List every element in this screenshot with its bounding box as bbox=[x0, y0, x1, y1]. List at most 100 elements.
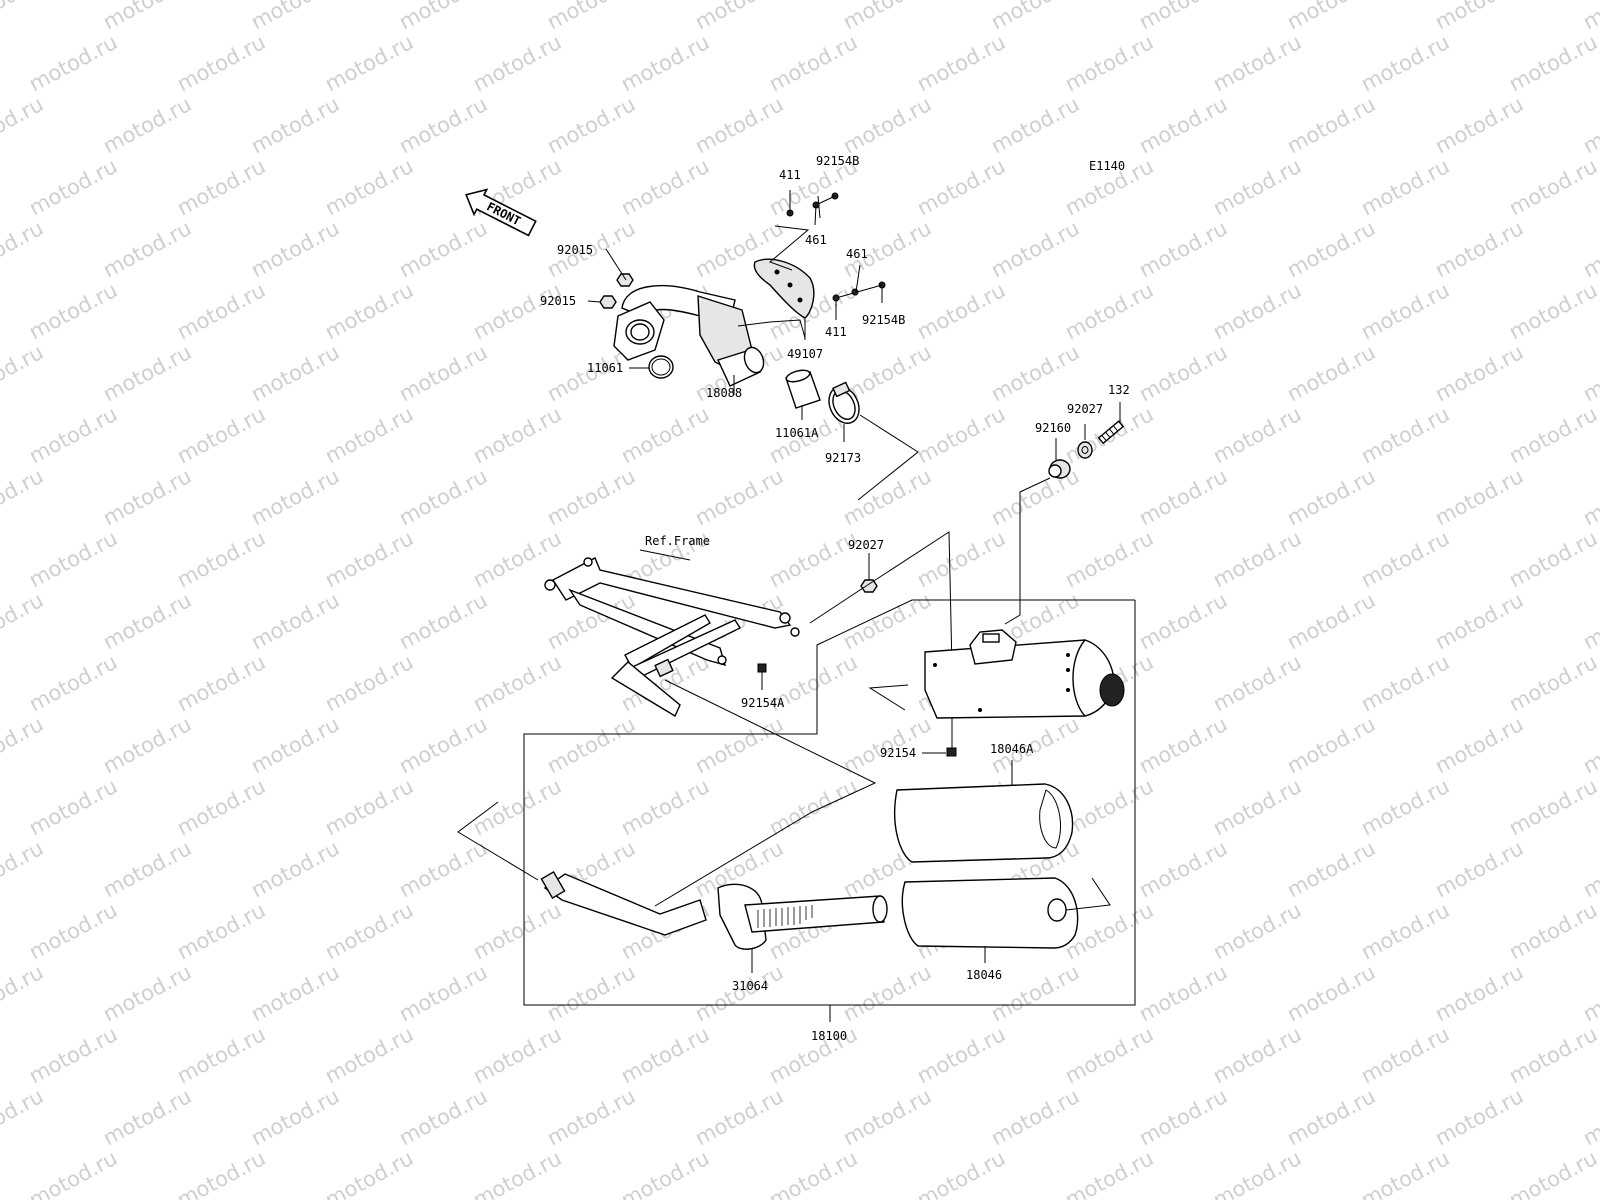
watermark-text: motod.ru bbox=[1431, 960, 1527, 1026]
watermark-text: motod.ru bbox=[321, 402, 417, 468]
watermark-text: motod.ru bbox=[0, 92, 47, 158]
watermark-text: motod.ru bbox=[0, 0, 47, 34]
label-18046A: 18046A bbox=[990, 742, 1034, 756]
label-92160: 92160 bbox=[1035, 421, 1071, 435]
watermark-text: motod.ru bbox=[395, 960, 491, 1026]
diagram-code: E1140 bbox=[1089, 159, 1125, 173]
watermark-text: motod.ru bbox=[99, 1084, 195, 1150]
label-92015-a: 92015 bbox=[557, 243, 593, 257]
watermark-text: motod.ru bbox=[1357, 278, 1453, 344]
watermark-text: motod.ru bbox=[99, 464, 195, 530]
cover-18046 bbox=[901, 877, 1111, 963]
watermark-text: motod.ru bbox=[765, 526, 861, 592]
watermark-text: motod.ru bbox=[1135, 0, 1231, 34]
watermark-text: motod.ru bbox=[1209, 650, 1305, 716]
watermark-text: motod.ru bbox=[1505, 402, 1600, 468]
watermark-text: motod.ru bbox=[1357, 154, 1453, 220]
watermark-text: motod.ru bbox=[1135, 1084, 1231, 1150]
watermark-text: motod.ru bbox=[1357, 1022, 1453, 1088]
watermark-text: motod.ru bbox=[0, 960, 47, 1026]
muffler-assembly-box bbox=[523, 599, 1136, 1022]
watermark-text: motod.ru bbox=[1283, 836, 1379, 902]
watermark-text: motod.ru bbox=[1579, 712, 1600, 778]
watermark-text: motod.ru bbox=[395, 836, 491, 902]
watermark-text: motod.ru bbox=[617, 1146, 713, 1200]
watermark-text: motod.ru bbox=[543, 1084, 639, 1150]
heat-guard-49107 bbox=[753, 258, 815, 319]
watermark-text: motod.ru bbox=[617, 1022, 713, 1088]
label-92027-top: 92027 bbox=[1067, 402, 1103, 416]
label-92154B-right: 92154B bbox=[862, 313, 905, 327]
watermark-text: motod.ru bbox=[0, 712, 47, 778]
cover-18046A bbox=[894, 760, 1074, 863]
label-11061: 11061 bbox=[587, 361, 623, 375]
watermark-text: motod.ru bbox=[0, 340, 47, 406]
watermark-text: motod.ru bbox=[0, 216, 47, 282]
exhaust-pipe-31064 bbox=[540, 871, 888, 973]
muffler-body bbox=[924, 629, 1125, 719]
watermark-text: motod.ru bbox=[839, 0, 935, 34]
watermark-text: motod.ru bbox=[1579, 588, 1600, 654]
watermark-text: motod.ru bbox=[99, 836, 195, 902]
watermark-text: motod.ru bbox=[321, 774, 417, 840]
watermark-text: motod.ru bbox=[469, 774, 565, 840]
watermark-text: motod.ru bbox=[1061, 526, 1157, 592]
watermark-text: motod.ru bbox=[1431, 1084, 1527, 1150]
watermark-text: motod.ru bbox=[0, 836, 47, 902]
watermark-text: motod.ru bbox=[173, 1146, 269, 1200]
watermark-text: motod.ru bbox=[1209, 526, 1305, 592]
watermark-text: motod.ru bbox=[1431, 92, 1527, 158]
watermark-text: motod.ru bbox=[1431, 712, 1527, 778]
watermark-text: motod.ru bbox=[1283, 960, 1379, 1026]
muffler-mount-fasteners bbox=[1004, 402, 1125, 625]
nut-92027-mid bbox=[860, 579, 878, 593]
watermark-text: motod.ru bbox=[1579, 960, 1600, 1026]
bolt-92154 bbox=[922, 718, 957, 757]
watermark-text: motod.ru bbox=[1357, 774, 1453, 840]
watermark-text: motod.ru bbox=[1505, 154, 1600, 220]
watermark-text: motod.ru bbox=[839, 1084, 935, 1150]
watermark-text: motod.ru bbox=[1135, 92, 1231, 158]
label-92027-mid: 92027 bbox=[848, 538, 884, 552]
watermark-text: motod.ru bbox=[1061, 1022, 1157, 1088]
watermark-text: motod.ru bbox=[765, 774, 861, 840]
watermark-text: motod.ru bbox=[395, 340, 491, 406]
watermark-text: motod.ru bbox=[543, 464, 639, 530]
watermark-text: motod.ru bbox=[1505, 30, 1600, 96]
label-92015-b: 92015 bbox=[540, 294, 576, 308]
watermark-text: motod.ru bbox=[1209, 402, 1305, 468]
watermark-text: motod.ru bbox=[1209, 1146, 1305, 1200]
watermark-text: motod.ru bbox=[543, 712, 639, 778]
watermark-text: motod.ru bbox=[469, 30, 565, 96]
watermark-text: motod.ru bbox=[1357, 650, 1453, 716]
watermark-text: motod.ru bbox=[321, 154, 417, 220]
watermark-text: motod.ru bbox=[469, 1146, 565, 1200]
watermark-text: motod.ru bbox=[321, 278, 417, 344]
muffler-arrow bbox=[868, 684, 909, 711]
watermark-text: motod.ru bbox=[1209, 30, 1305, 96]
watermark-text: motod.ru bbox=[321, 1146, 417, 1200]
label-18100: 18100 bbox=[811, 1029, 847, 1043]
watermark-text: motod.ru bbox=[25, 154, 121, 220]
watermark-text: motod.ru bbox=[173, 402, 269, 468]
watermark-text: motod.ru bbox=[0, 1084, 47, 1150]
watermark-text: motod.ru bbox=[25, 1022, 121, 1088]
watermark-text: motod.ru bbox=[543, 960, 639, 1026]
watermark-text: motod.ru bbox=[765, 30, 861, 96]
watermark-text: motod.ru bbox=[1579, 1084, 1600, 1150]
watermark-text: motod.ru bbox=[1579, 464, 1600, 530]
label-11061A: 11061A bbox=[775, 426, 819, 440]
watermark-text: motod.ru bbox=[1209, 154, 1305, 220]
watermark-text: motod.ru bbox=[247, 1084, 343, 1150]
watermark-text: motod.ru bbox=[1431, 340, 1527, 406]
watermark-text: motod.ru bbox=[691, 464, 787, 530]
watermark-text: motod.ru bbox=[247, 464, 343, 530]
watermark-text: motod.ru bbox=[1283, 92, 1379, 158]
watermark-text: motod.ru bbox=[1283, 712, 1379, 778]
watermark-text: motod.ru bbox=[321, 650, 417, 716]
watermark-text: motod.ru bbox=[173, 278, 269, 344]
watermark-text: motod.ru bbox=[1283, 464, 1379, 530]
watermark-text: motod.ru bbox=[25, 1146, 121, 1200]
watermark-text: motod.ru bbox=[0, 588, 47, 654]
watermark-text: motod.ru bbox=[1135, 960, 1231, 1026]
